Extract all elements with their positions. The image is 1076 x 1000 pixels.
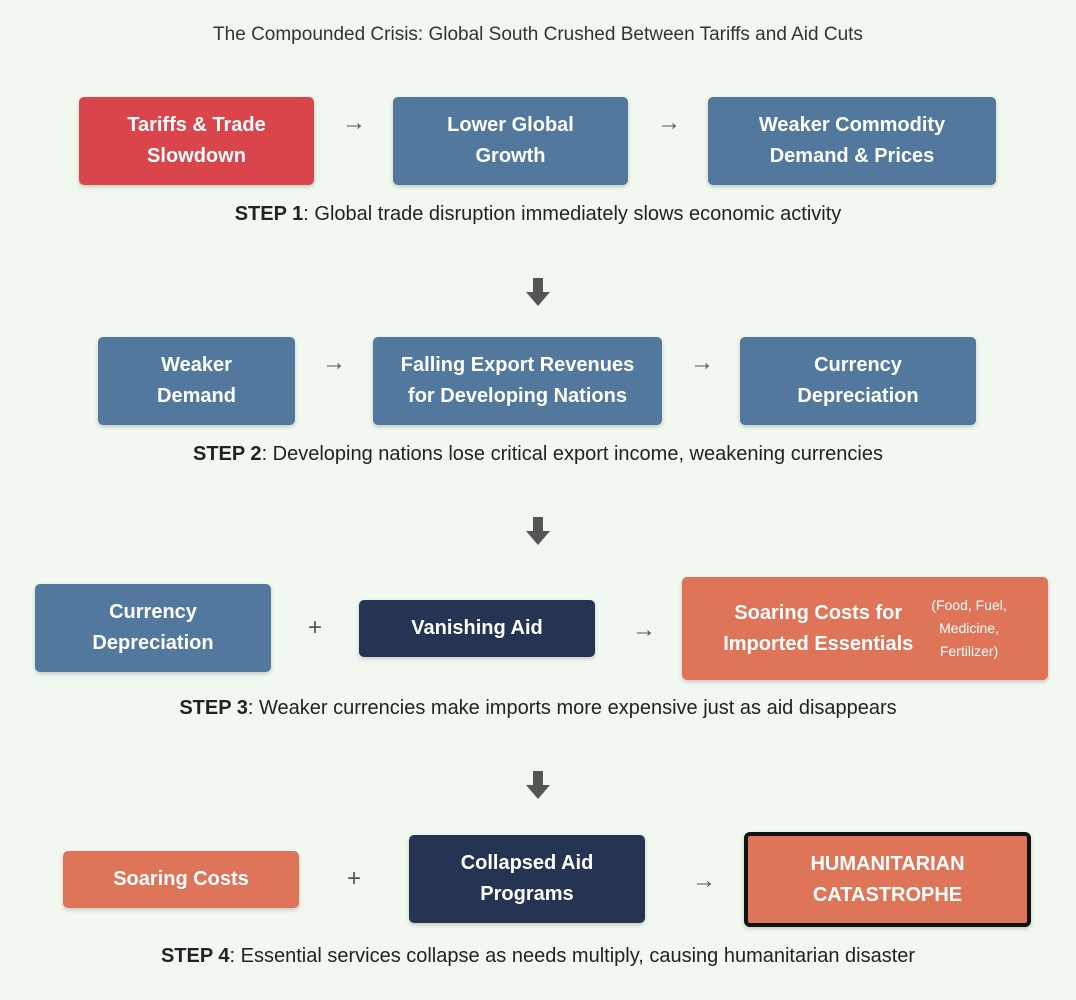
box-line: Collapsed Aid: [460, 852, 594, 874]
box-line: Slowdown: [147, 145, 246, 167]
box-line: Soaring Costs for: [734, 601, 903, 624]
down-arrow-icon: [526, 278, 550, 306]
step-1-text: : Global trade disruption immediately sl…: [303, 203, 842, 225]
plus-icon: +: [346, 865, 361, 892]
down-arrow-icon: [526, 771, 550, 799]
box-line: Falling Export Revenues: [400, 354, 635, 376]
box-soaring-costs: Soaring Costs: [63, 851, 299, 908]
box-collapsed-aid-programs: Collapsed Aid Programs: [409, 835, 645, 923]
essentials-note-line: Fertilizer): [939, 643, 999, 659]
box-line: Imported Essentials: [723, 632, 914, 655]
box-line: Demand: [157, 385, 236, 407]
right-arrow-icon: →: [342, 109, 366, 136]
diagram-title: The Compounded Crisis: Global South Crus…: [213, 24, 863, 45]
box-lower-global-growth: Lower Global Growth: [393, 97, 628, 185]
box-weaker-commodity-demand: Weaker Commodity Demand & Prices: [708, 97, 996, 185]
right-arrow-icon: →: [692, 867, 716, 894]
plus-icon: +: [307, 614, 322, 641]
box-line: HUMANITARIAN: [810, 852, 965, 875]
box-falling-export-revenues: Falling Export Revenues for Developing N…: [373, 337, 662, 425]
step-3-caption: STEP 3: Weaker currencies make imports m…: [0, 697, 1076, 720]
right-arrow-icon: →: [322, 349, 346, 376]
box-line: Weaker: [161, 354, 232, 376]
box-line: Vanishing Aid: [411, 617, 543, 639]
essentials-note-line: Medicine,: [939, 620, 999, 636]
step-1-caption: STEP 1: Global trade disruption immediat…: [0, 203, 1076, 226]
box-line: Depreciation: [797, 385, 919, 407]
box-line: Growth: [475, 145, 546, 167]
step-2-label: STEP 2: [193, 443, 262, 465]
step-4-text: : Essential services collapse as needs m…: [229, 945, 916, 967]
box-currency-depreciation: Currency Depreciation: [740, 337, 976, 425]
box-line: Soaring Costs: [113, 868, 249, 890]
step-1-label: STEP 1: [234, 203, 304, 225]
down-arrow-icon: [526, 517, 550, 545]
box-vanishing-aid: Vanishing Aid: [359, 600, 595, 657]
box-line: for Developing Nations: [408, 385, 627, 407]
box-line: CATASTROPHE: [812, 883, 963, 906]
box-weaker-demand: Weaker Demand: [98, 337, 295, 425]
essentials-note-line: (Food, Fuel,: [931, 597, 1007, 613]
box-currency-depreciation: Currency Depreciation: [35, 584, 271, 672]
box-humanitarian-catastrophe: HUMANITARIAN CATASTROPHE: [744, 832, 1031, 927]
box-line: Lower Global: [447, 114, 574, 136]
box-line: Depreciation: [92, 632, 214, 654]
right-arrow-icon: →: [690, 349, 714, 376]
box-line: Demand & Prices: [769, 145, 935, 167]
right-arrow-icon: →: [657, 109, 681, 136]
box-soaring-costs-imported-essentials: Soaring Costs for Imported Essentials (F…: [682, 577, 1048, 680]
step-3-label: STEP 3: [179, 697, 248, 719]
right-arrow-icon: →: [632, 616, 656, 643]
box-line: Currency: [814, 354, 902, 376]
essentials-note: (Food, Fuel, Medicine, Fertilizer): [931, 594, 1006, 663]
step-4-label: STEP 4: [160, 945, 230, 967]
box-line: Currency: [109, 601, 197, 623]
step-2-caption: STEP 2: Developing nations lose critical…: [0, 443, 1076, 466]
box-line: Weaker Commodity: [758, 114, 946, 136]
step-4-caption: STEP 4: Essential services collapse as n…: [0, 945, 1076, 968]
box-line: Tariffs & Trade: [127, 114, 266, 136]
step-2-text: : Developing nations lose critical expor…: [261, 443, 883, 465]
step-3-text: : Weaker currencies make imports more ex…: [247, 697, 897, 719]
box-tariffs-trade-slowdown: Tariffs & Trade Slowdown: [79, 97, 314, 185]
box-line: Programs: [480, 883, 574, 905]
